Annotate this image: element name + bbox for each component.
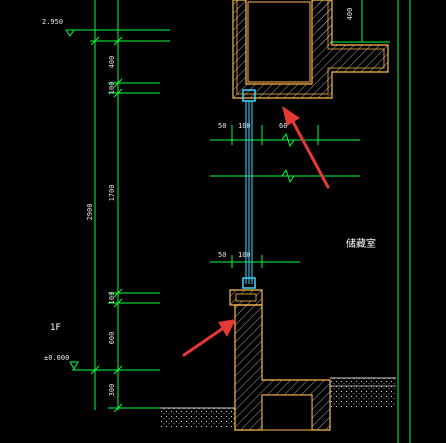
window-dim-upper-1: 50: [218, 122, 226, 130]
window-dim-upper-2: 100: [238, 122, 251, 130]
window-horizontal-dims: [210, 125, 360, 268]
level-marker-floor: ±0.000: [44, 354, 79, 371]
arrow-upper: [282, 106, 330, 189]
dim-seg-3: 1700: [108, 185, 116, 202]
level-floor-label: ±0.000: [44, 354, 69, 362]
dim-seg-2: 100: [108, 82, 116, 95]
dim-seg-6: 300: [108, 384, 116, 397]
dim-total: 2900: [86, 204, 94, 221]
window-glazing: [242, 89, 256, 289]
vertical-dimension-chain: [70, 0, 170, 413]
right-dim: [330, 0, 411, 443]
floor-name-label: 1F: [50, 323, 61, 333]
dim-seg-4: 100: [108, 292, 116, 305]
upper-wall-section: [232, 0, 389, 99]
level-marker-top: 2.950: [42, 18, 75, 37]
window-dim-lower-2: 100: [238, 251, 251, 259]
dim-seg-5: 600: [108, 332, 116, 345]
dim-seg-1: 400: [108, 56, 116, 69]
room-name-label: 储藏室: [346, 237, 376, 250]
window-dim-lower-1: 50: [218, 251, 226, 259]
ground-line: [160, 377, 396, 428]
lower-wall-section: [229, 289, 331, 431]
level-top-label: 2.950: [42, 18, 63, 26]
right-dim-label: 400: [346, 8, 354, 21]
arrow-lower: [182, 319, 236, 357]
window-dim-upper-3: 60: [279, 122, 287, 130]
